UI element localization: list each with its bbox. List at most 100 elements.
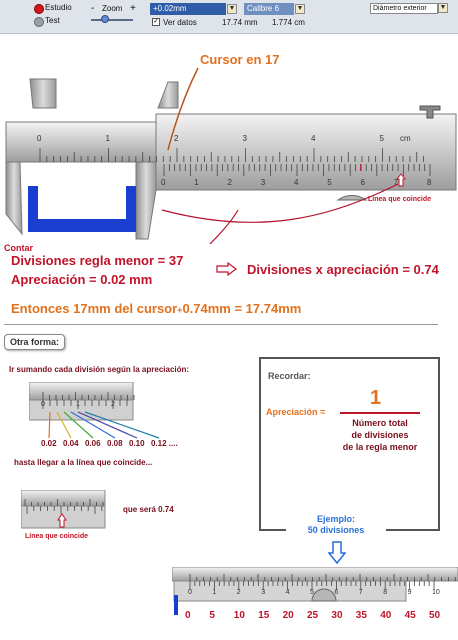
fixed-lower-jaw xyxy=(5,161,23,236)
example-top-label-1: 1 xyxy=(212,589,217,596)
denominator-line-3: de la regla menor xyxy=(342,442,418,452)
mini2-arrow xyxy=(57,513,67,528)
formula-numerator: 1 xyxy=(370,387,382,409)
contar-label: Contar xyxy=(4,243,33,253)
zoom-slider-track[interactable] xyxy=(91,19,133,21)
contar-curve xyxy=(161,183,399,223)
example-bottom-label-50: 50 xyxy=(429,610,441,621)
example-top-label-6: 6 xyxy=(334,589,339,596)
main-scale-label-4: 4 xyxy=(311,134,316,143)
main-scale-ticks xyxy=(39,148,425,162)
sequence-value: 0.10 xyxy=(129,439,145,448)
appreciation-text: Apreciación = 0.02 mm xyxy=(11,272,153,287)
vernier-scale-ticks xyxy=(163,164,431,176)
product-arrow-icon xyxy=(216,262,237,276)
example-bottom-label-30: 30 xyxy=(331,610,343,621)
thumb-wheel xyxy=(336,194,368,201)
main-scale-label-cm: cm xyxy=(400,134,411,143)
example-top-label-7: 7 xyxy=(358,589,363,596)
mini-vernier-2 xyxy=(21,490,106,529)
result-prefix: Entonces 17mm del cursor xyxy=(11,301,178,316)
divisions-text: Divisiones regla menor = 37 xyxy=(11,253,184,268)
main-scale-label-1: 1 xyxy=(105,134,110,143)
sequence-value: 0.08 xyxy=(107,439,123,448)
mini-vernier-1 xyxy=(29,382,160,439)
main-scale-label-2: 2 xyxy=(174,134,179,143)
zoom-minus-button[interactable]: - xyxy=(91,3,95,14)
example-bottom-label-10: 10 xyxy=(233,610,245,621)
mini1-fan-line xyxy=(70,411,116,439)
example-bottom-label-5: 5 xyxy=(209,610,215,621)
mini1-fan-line xyxy=(56,411,72,439)
sliding-lower-jaw xyxy=(135,161,157,240)
mode-test-radio[interactable] xyxy=(34,17,44,27)
sequence-value: 0.06 xyxy=(85,439,101,448)
mode-estudio-radio[interactable] xyxy=(34,4,44,14)
mini1-fan-line xyxy=(63,411,94,439)
zoom-plus-button[interactable]: + xyxy=(130,3,136,14)
sequence-value: 0.04 xyxy=(63,439,79,448)
mini1-label-2: 2 xyxy=(111,401,115,408)
example-bottom-label-25: 25 xyxy=(307,610,319,621)
example-title-line2: 50 divisiones xyxy=(307,525,365,535)
formula-lhs: Apreciación = xyxy=(266,407,326,417)
step1-text: Ir sumando cada división según la apreci… xyxy=(9,365,190,374)
sliding-body xyxy=(155,113,457,191)
vernier-scale-label-7: 7 xyxy=(393,178,399,187)
measure-select[interactable]: Diámetro exterior xyxy=(370,3,438,14)
mini1-label-0: 0 xyxy=(41,401,45,408)
denominator-line-2: de divisiones xyxy=(351,430,409,440)
result-plus: + xyxy=(177,305,183,315)
measured-piece xyxy=(28,186,136,232)
vernier-scale-label-5: 5 xyxy=(327,178,332,187)
example-top-label-8: 8 xyxy=(383,589,388,596)
reading-cm: 1.774 cm xyxy=(272,18,305,27)
zoom-label: Zoom xyxy=(102,4,123,13)
example-bottom-label-0: 0 xyxy=(185,610,191,621)
main-scale-label-3: 3 xyxy=(242,134,247,143)
result-suffix: 0.74mm = 17.74mm xyxy=(182,301,302,316)
example-top-label-4: 4 xyxy=(285,589,290,596)
example-title: Ejemplo: 50 divisiones xyxy=(286,514,386,536)
cursor-label: Cursor en 17 xyxy=(200,52,280,67)
font-dropdown-button[interactable]: ▼ xyxy=(295,4,305,14)
example-top-label-0: 0 xyxy=(188,589,192,596)
zoom-slider-handle[interactable] xyxy=(101,15,109,23)
result-text: Entonces 17mm del cursor+0.74mm = 17.74m… xyxy=(11,301,301,316)
ver-datos-checkbox[interactable]: ✓ xyxy=(152,18,160,26)
vernier-scale-label-3: 3 xyxy=(260,178,266,187)
offset-dropdown-button[interactable]: ▼ xyxy=(227,4,237,14)
ver-datos-label: Ver datos xyxy=(163,18,197,27)
example-title-line1: Ejemplo: xyxy=(316,514,355,524)
offset-field[interactable]: +0.02mm xyxy=(150,3,226,15)
example-bottom-label-20: 20 xyxy=(282,610,294,621)
toolbar: Estudio Test - Zoom + +0.02mm ▼ Calibre … xyxy=(0,0,458,34)
denominator-line-1: Número total xyxy=(352,418,408,428)
fixed-upper-jaw xyxy=(29,78,57,109)
sequence-value: 0.12 .... xyxy=(151,439,178,448)
vernier-scale-label-4: 4 xyxy=(294,178,299,187)
coincide-arrow xyxy=(395,173,407,187)
vernier-scale-label-1: 1 xyxy=(194,178,199,187)
example-bottom-label-35: 35 xyxy=(355,610,367,621)
mini1-fan-line xyxy=(48,411,51,439)
coincide-label: Línea que coincide xyxy=(368,196,432,203)
caliper-illustration xyxy=(5,67,457,244)
example-down-arrow-icon xyxy=(328,541,346,565)
vernier-scale-label-2: 2 xyxy=(227,178,232,187)
cursor-pointer-line xyxy=(167,67,199,151)
recordar-title: Recordar: xyxy=(268,371,311,381)
vernier-scale-label-8: 8 xyxy=(427,178,432,187)
recordar-box xyxy=(259,357,440,531)
product-text: Divisiones x apreciación = 0.74 xyxy=(247,262,439,277)
example-top-label-10: 10 xyxy=(432,589,440,596)
mini2-coincide-label: Línea que coincide xyxy=(25,533,89,540)
font-field[interactable]: Calibre 6 xyxy=(244,3,294,15)
example-top-label-5: 5 xyxy=(310,589,314,596)
example-bottom-label-15: 15 xyxy=(258,610,270,621)
measure-dropdown-button[interactable]: ▼ xyxy=(438,3,448,13)
depth-screw xyxy=(419,105,441,119)
other-form-badge: Otra forma: xyxy=(4,334,66,350)
would-be-text: que será 0.74 xyxy=(123,505,174,514)
vernier-scale-label-0: 0 xyxy=(161,178,166,187)
